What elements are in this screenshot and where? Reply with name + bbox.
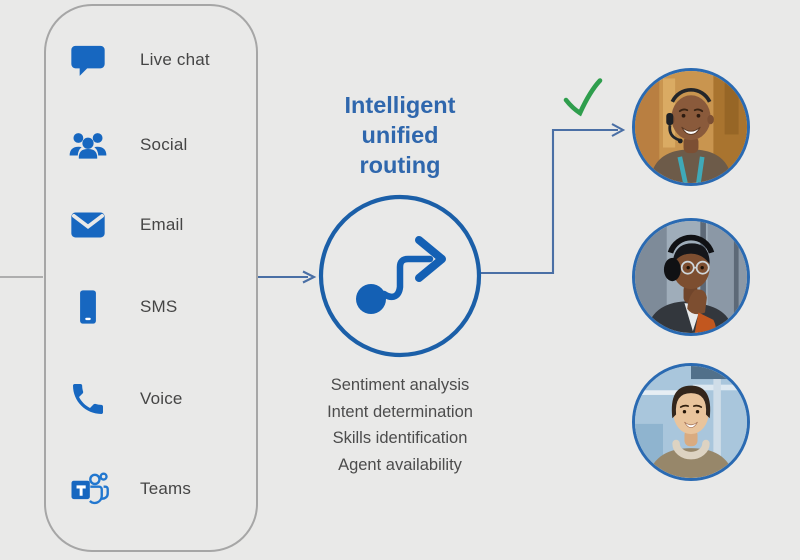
route-dot [356,284,386,314]
route-path [380,255,434,301]
teams-logo-icon [66,466,110,512]
chat-bubble-icon [66,37,110,83]
channel-label: SMS [140,297,178,316]
channel-row-live-chat: Live chat [66,37,210,83]
channel-row-sms: SMS [66,284,177,330]
channel-label: Social [140,135,188,154]
routing-to-agent-arrowhead [611,123,626,137]
routing-title: Intelligent unified routing [306,90,494,180]
capability-list: Sentiment analysis Intent determination … [298,372,502,478]
capability-item: Sentiment analysis [330,376,470,394]
route-arrow-icon [356,236,446,314]
male-agent-with-headphones-and-glasses [635,221,747,333]
mobile-phone-icon [66,284,110,330]
female-agent-with-headphones-around-neck [635,366,747,478]
capability-item: Agent availability [338,455,462,474]
agent-photo-3 [632,363,750,481]
agent-photo-1 [632,68,750,186]
envelope-icon [66,202,110,248]
channel-label: Voice [140,389,183,408]
capability-item: Intent determination [327,402,473,421]
routing-circle [318,194,482,358]
routing-to-agent-line [479,128,618,275]
channel-row-voice: Voice [66,376,183,422]
channel-row-teams: Teams [66,466,191,512]
channels-panel [44,4,258,552]
route-arrowhead [415,236,446,282]
channel-label: Live chat [140,50,210,69]
people-group-icon [66,122,110,168]
routing-title-line: Intelligent [344,92,456,118]
panel-to-routing-arrowhead [302,270,317,284]
capability-item: Skills identification [332,429,468,447]
male-agent-with-headset-smiling [635,71,747,183]
channel-label: Email [140,215,184,234]
channel-row-social: Social [66,122,188,168]
channel-row-email: Email [66,202,184,248]
routing-title-line: routing [359,152,441,178]
phone-handset-icon [66,376,110,422]
channel-label: Teams [140,479,192,498]
routing-title-line: unified [361,122,439,148]
check-icon [563,78,603,117]
agent-photo-2 [632,218,750,336]
